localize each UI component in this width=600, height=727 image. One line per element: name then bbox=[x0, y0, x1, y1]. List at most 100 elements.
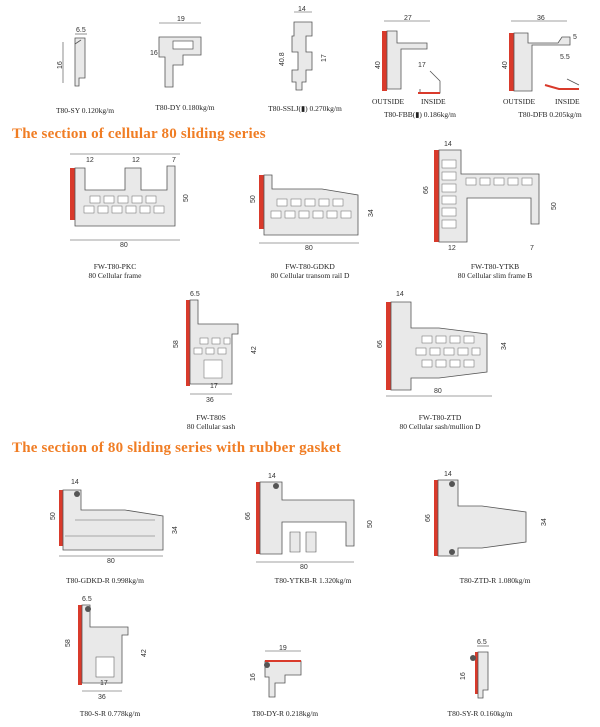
dim-label: 36 bbox=[98, 694, 106, 701]
profile-fw-t80-ztd-drawing: 14 66 34 80 bbox=[377, 291, 508, 397]
caption-t80-dy: T80-DY 0.180kg/m bbox=[155, 103, 215, 112]
inside-label: INSIDE bbox=[555, 97, 580, 106]
profile-fw-t80-ytkb-drawing: 14 66 50 12 7 bbox=[423, 141, 558, 252]
profile-code: FW-T80S bbox=[196, 413, 226, 422]
dim-label: 34 bbox=[541, 518, 548, 526]
dim-label: 14 bbox=[71, 479, 79, 486]
dim-label: 19 bbox=[177, 16, 185, 23]
dim-label: 14 bbox=[298, 6, 306, 13]
dim-label: 19 bbox=[279, 645, 287, 652]
caption-fw-t80-ytkb: FW-T80-YTKB 80 Cellular slim frame B bbox=[440, 262, 550, 280]
dim-label: 12 bbox=[448, 245, 456, 252]
profile-code: FW-T80-ZTD bbox=[418, 413, 462, 422]
dim-label: 14 bbox=[396, 291, 404, 298]
dim-label: 17 bbox=[321, 54, 328, 62]
dim-label: 40 bbox=[502, 61, 509, 69]
dim-label: 66 bbox=[423, 186, 430, 194]
dim-label: 5.5 bbox=[560, 54, 570, 61]
dim-label: 6.5 bbox=[477, 639, 487, 646]
profile-code: FW-T80-YTKB bbox=[470, 262, 520, 271]
profile-t80-ztd-r-drawing: 14 66 34 bbox=[425, 471, 548, 557]
dim-label: 14 bbox=[268, 473, 276, 480]
inside-label: INSIDE bbox=[421, 97, 446, 106]
profile-fw-t80-gdkd-drawing: 50 34 80 bbox=[250, 174, 375, 252]
caption-t80-dy-r: T80-DY-R 0.218kg/m bbox=[251, 709, 319, 718]
dim-label: 14 bbox=[444, 141, 452, 148]
profile-fw-t80s-drawing: 6.5 58 42 17 36 bbox=[173, 291, 258, 404]
caption-t80-sy: T80-SY 0.120kg/m bbox=[55, 106, 115, 115]
dim-label: 80 bbox=[305, 245, 313, 252]
caption-t80-sy-r: T80-SY-R 0.160kg/m bbox=[447, 709, 513, 718]
outside-label: OUTSIDE bbox=[372, 97, 405, 106]
dim-label: 40 bbox=[375, 61, 382, 69]
dim-label: 58 bbox=[65, 639, 72, 647]
dim-label: 17 bbox=[100, 680, 108, 687]
dim-label: 17 bbox=[210, 383, 218, 390]
section-title-cellular: The section of cellular 80 sliding serie… bbox=[12, 126, 266, 142]
caption-t80-dfb: T80-DFB 0.205kg/m bbox=[518, 110, 582, 119]
caption-t80-fbb: T80-FBB(▮) 0.186kg/m bbox=[383, 110, 457, 119]
profile-t80-fbb-drawing: 27 40 17 bbox=[375, 15, 441, 94]
dim-label: 6.5 bbox=[190, 291, 200, 298]
profile-t80-sslj-drawing: 14 40.8 17 bbox=[279, 6, 328, 91]
dim-label: 7 bbox=[530, 245, 534, 252]
caption-fw-t80-pkc: FW-T80-PKC 80 Cellular frame bbox=[60, 262, 170, 280]
dim-label: 80 bbox=[300, 564, 308, 571]
dim-label: 66 bbox=[425, 514, 432, 522]
profile-t80-s-r-drawing: 6.5 58 42 17 36 bbox=[65, 596, 148, 701]
dim-label: 12 bbox=[132, 157, 140, 164]
dim-label: 80 bbox=[120, 242, 128, 249]
dim-label: 5 bbox=[573, 34, 577, 41]
caption-fw-t80-ztd: FW-T80-ZTD 80 Cellular sash/mullion D bbox=[385, 413, 495, 431]
profile-t80-dfb-drawing: 36 5 5.5 40 bbox=[502, 15, 580, 92]
dim-label: 50 bbox=[250, 195, 257, 203]
dim-label: 14 bbox=[444, 471, 452, 478]
dim-label: 16 bbox=[460, 672, 467, 680]
dim-label: 34 bbox=[172, 526, 179, 534]
dim-label: 50 bbox=[183, 194, 190, 202]
dim-label: 80 bbox=[434, 388, 442, 395]
dim-label: 40.8 bbox=[279, 52, 286, 66]
profile-t80-gdkd-r-drawing: 14 50 34 80 bbox=[50, 479, 179, 565]
profile-name: 80 Cellular slim frame B bbox=[457, 271, 533, 280]
profile-code: FW-T80-PKC bbox=[93, 262, 137, 271]
dim-label: 50 bbox=[367, 520, 374, 528]
profile-name: 80 Cellular frame bbox=[88, 271, 142, 280]
dim-label: 6.5 bbox=[82, 596, 92, 603]
dim-label: 27 bbox=[404, 15, 412, 22]
outside-label: OUTSIDE bbox=[503, 97, 536, 106]
dim-label: 12 bbox=[86, 157, 94, 164]
dim-label: 16 bbox=[57, 61, 64, 69]
dim-label: 50 bbox=[551, 202, 558, 210]
profile-name: 80 Cellular sash bbox=[186, 422, 236, 431]
profile-code: FW-T80-GDKD bbox=[285, 262, 335, 271]
caption-t80-s-r: T80-S-R 0.778kg/m bbox=[79, 709, 141, 718]
dim-label: 42 bbox=[251, 346, 258, 354]
caption-fw-t80-gdkd: FW-T80-GDKD 80 Cellular transom rail D bbox=[255, 262, 365, 280]
caption-t80-ytkb-r: T80-YTKB-R 1.320kg/m bbox=[274, 576, 352, 585]
caption-t80-ztd-r: T80-ZTD-R 1.080kg/m bbox=[459, 576, 531, 585]
dim-label: 58 bbox=[173, 340, 180, 348]
dim-label: 66 bbox=[245, 512, 252, 520]
dim-label: 42 bbox=[141, 649, 148, 657]
profile-t80-dy-r-drawing: 19 16 bbox=[250, 645, 302, 698]
profile-t80-ytkb-r-drawing: 14 66 50 80 bbox=[245, 473, 374, 571]
caption-fw-t80s: FW-T80S 80 Cellular sash bbox=[176, 413, 246, 431]
profile-t80-sy-r-drawing: 6.5 16 bbox=[460, 639, 489, 699]
profile-t80-dy-drawing: 19 16 bbox=[150, 16, 202, 88]
profile-t80-sy-drawing: 6.5 16 bbox=[57, 27, 87, 87]
dim-label: 80 bbox=[107, 558, 115, 565]
caption-t80-gdkd-r: T80-GDKD-R 0.998kg/m bbox=[66, 576, 144, 585]
dim-label: 34 bbox=[501, 342, 508, 350]
dim-label: 17 bbox=[418, 62, 426, 69]
section-title-gasket: The section of 80 sliding series with ru… bbox=[12, 440, 342, 456]
profile-name: 80 Cellular transom rail D bbox=[270, 271, 350, 280]
profile-name: 80 Cellular sash/mullion D bbox=[399, 422, 481, 431]
dim-label: 34 bbox=[368, 209, 375, 217]
dim-label: 6.5 bbox=[76, 27, 86, 34]
dim-label: 36 bbox=[537, 15, 545, 22]
dim-label: 16 bbox=[250, 673, 257, 681]
profile-fw-t80-pkc-drawing: 12 12 7 50 80 bbox=[70, 153, 190, 249]
caption-t80-sslj: T80-SSLJ(▮) 0.270kg/m bbox=[268, 104, 342, 113]
dim-label: 36 bbox=[206, 397, 214, 404]
